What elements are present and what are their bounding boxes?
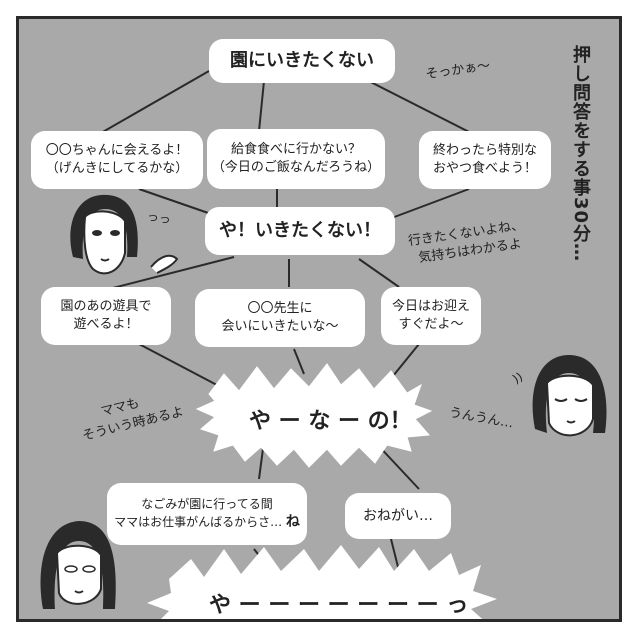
shout-burst-2 (147, 545, 497, 619)
mother-face-nodding (532, 355, 607, 437)
coax-bubble-teacher: 〇〇先生に 会いにいきたいな〜 (195, 289, 365, 347)
connector-lines (93, 70, 497, 619)
comic-panel: 園にいきたくない そっかぁ〜 〇〇ちゃんに会えるよ！ （げんきにしてるかな） 給… (16, 16, 622, 622)
refusal-bubble-top: 園にいきたくない (209, 39, 395, 83)
coax-bubble-pickup: 今日はお迎え すぐだよ〜 (381, 287, 481, 345)
mother-face-exhausted (40, 521, 116, 609)
coax-bubble-playground: 園のあの遊具で 遊べるよ！ (41, 287, 171, 345)
shout-text-2: や ー ー ー ー ー ー ー っ (209, 593, 469, 618)
coax-bubble-friend: 〇〇ちゃんに会えるよ！ （げんきにしてるかな） (31, 131, 203, 189)
shout-burst-1 (195, 363, 433, 468)
coax-bubble-please: おねがい… (345, 493, 451, 539)
shout-text-1: や ー な ー の！ (249, 409, 412, 434)
vertical-caption: 押し問答をする事30分… (570, 45, 591, 263)
coax-bubble-lunch: 給食食べに行かない？ （今日のご飯なんだろうね） (207, 129, 385, 189)
coax-bubble-snack: 終わったら特別な おやつ食べよう！ (419, 131, 551, 189)
refusal-bubble-mid: や！いきたくない！ (205, 207, 395, 255)
mother-face-worried (70, 194, 179, 275)
coax-bubble-work: なごみが園に行ってる間 ママはお仕事がんばるからさ… ね (107, 483, 307, 545)
